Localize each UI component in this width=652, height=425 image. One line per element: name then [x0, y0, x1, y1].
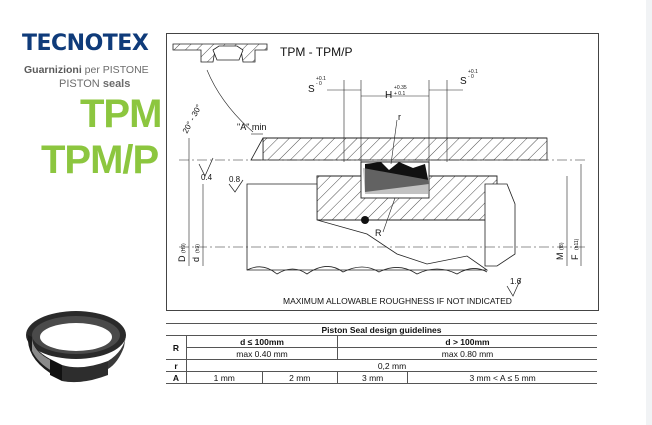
- subtitle-english-first: PISTON: [59, 78, 100, 90]
- A-value-1: 1 mm: [186, 371, 263, 384]
- dim-h-tol-plus: +0.35: [394, 85, 407, 91]
- dim-s-right-tol-minus: - 0: [468, 74, 474, 80]
- roughness-0-8: 0.8: [229, 175, 241, 184]
- table-title: Piston Seal design guidelines: [166, 323, 597, 336]
- dim-s-left-tol-plus: +0.1: [316, 76, 326, 82]
- R-head-d-le-100: d ≤ 100mm: [186, 335, 338, 348]
- seal-product-image: [26, 311, 126, 383]
- dim-h-tol-minus: + 0.1: [394, 91, 405, 97]
- R-value-2: max 0.80 mm: [337, 347, 597, 360]
- R-head-2-text: d > 100mm: [445, 336, 490, 347]
- subtitle-english: PISTON seals: [59, 78, 130, 90]
- row-label-A: A: [166, 371, 187, 384]
- drawing-title: TPM - TPM/P: [280, 45, 352, 59]
- subtitle-italian-bold: Guarnizioni: [24, 64, 82, 76]
- dim-s-left: S: [308, 84, 315, 95]
- dim-d-big-tol: (H9): [181, 243, 187, 253]
- dim-d-big: D: [177, 255, 187, 262]
- dim-m: M: [555, 253, 565, 261]
- subtitle-english-bold: seals: [102, 78, 131, 90]
- label-a-min: "A" min: [237, 122, 266, 132]
- logo-text: TECNOTEX: [22, 31, 149, 56]
- A-value-4: 3 mm < A ≤ 5 mm: [407, 371, 597, 384]
- label-angle: 20° - 30°: [181, 103, 204, 135]
- model-title-tpmp: TPM/P: [41, 138, 159, 182]
- technical-drawing: TPM - TPM/P S +0.1 - 0 H: [166, 33, 599, 311]
- R-value-1: max 0.40 mm: [186, 347, 338, 360]
- dim-f-tol: (h11): [574, 238, 580, 250]
- label-r-small: r: [398, 112, 401, 122]
- R-head-1-text: d ≤ 100mm: [240, 336, 284, 347]
- dim-s-right-tol-plus: +0.1: [468, 69, 478, 75]
- seal-guidelines-table: Piston Seal design guidelines R d ≤ 100m…: [166, 323, 597, 384]
- label-r-big: R: [375, 228, 382, 238]
- dim-s-right: S: [460, 76, 467, 87]
- R-head-d-gt-100: d > 100mm: [337, 335, 597, 348]
- A-value-3: 3 mm: [337, 371, 408, 384]
- roughness-1-6: 1.6: [510, 277, 522, 286]
- dim-f: F: [570, 254, 580, 260]
- model-title-tpm: TPM: [80, 92, 162, 136]
- dim-d-small-tol: (h9): [195, 244, 201, 253]
- row-label-R: R: [166, 335, 187, 360]
- r-value: 0,2 mm: [186, 359, 597, 372]
- subtitle-italian: Guarnizioni per PISTONE: [24, 64, 149, 76]
- dim-s-left-tol-minus: - 0: [316, 81, 322, 87]
- subtitle-italian-rest: per PISTONE: [84, 64, 149, 76]
- dim-m-tol: (f8): [559, 242, 565, 250]
- dim-d-small: d: [191, 257, 201, 262]
- page-edge-strip: [646, 0, 652, 425]
- profile-icon: [172, 43, 268, 63]
- row-label-r: r: [166, 359, 187, 372]
- dim-h: H: [385, 90, 392, 101]
- roughness-note: MAXIMUM ALLOWABLE ROUGHNESS IF NOT INDIC…: [283, 296, 512, 306]
- tecnotex-logo: TECNOTEX: [22, 31, 152, 57]
- A-value-2: 2 mm: [261, 371, 338, 384]
- roughness-0-4: 0.4: [201, 173, 213, 182]
